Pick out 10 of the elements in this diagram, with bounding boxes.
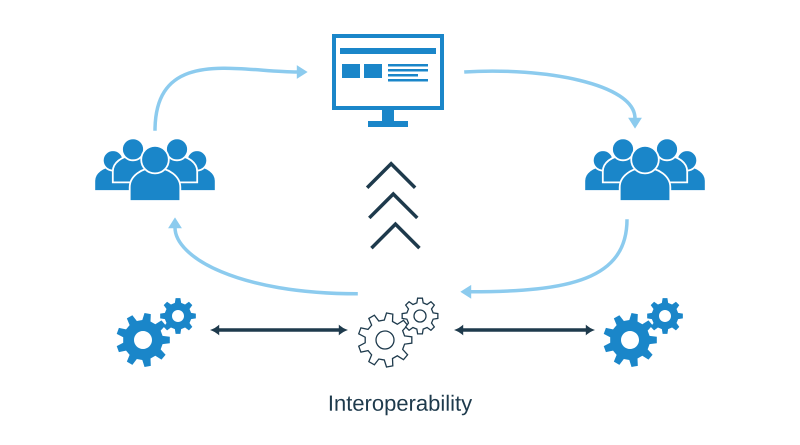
chevron-arrow bbox=[365, 161, 422, 250]
double-arrow bbox=[212, 326, 346, 334]
gears-icon bbox=[604, 298, 683, 367]
monitor-icon bbox=[332, 34, 444, 127]
double-arrow bbox=[456, 326, 594, 334]
gears-icon bbox=[116, 298, 196, 367]
gears-icon bbox=[358, 298, 438, 368]
people-group-icon bbox=[583, 137, 707, 202]
caption-label: Interoperability bbox=[330, 394, 472, 416]
people-group-icon bbox=[93, 137, 217, 202]
